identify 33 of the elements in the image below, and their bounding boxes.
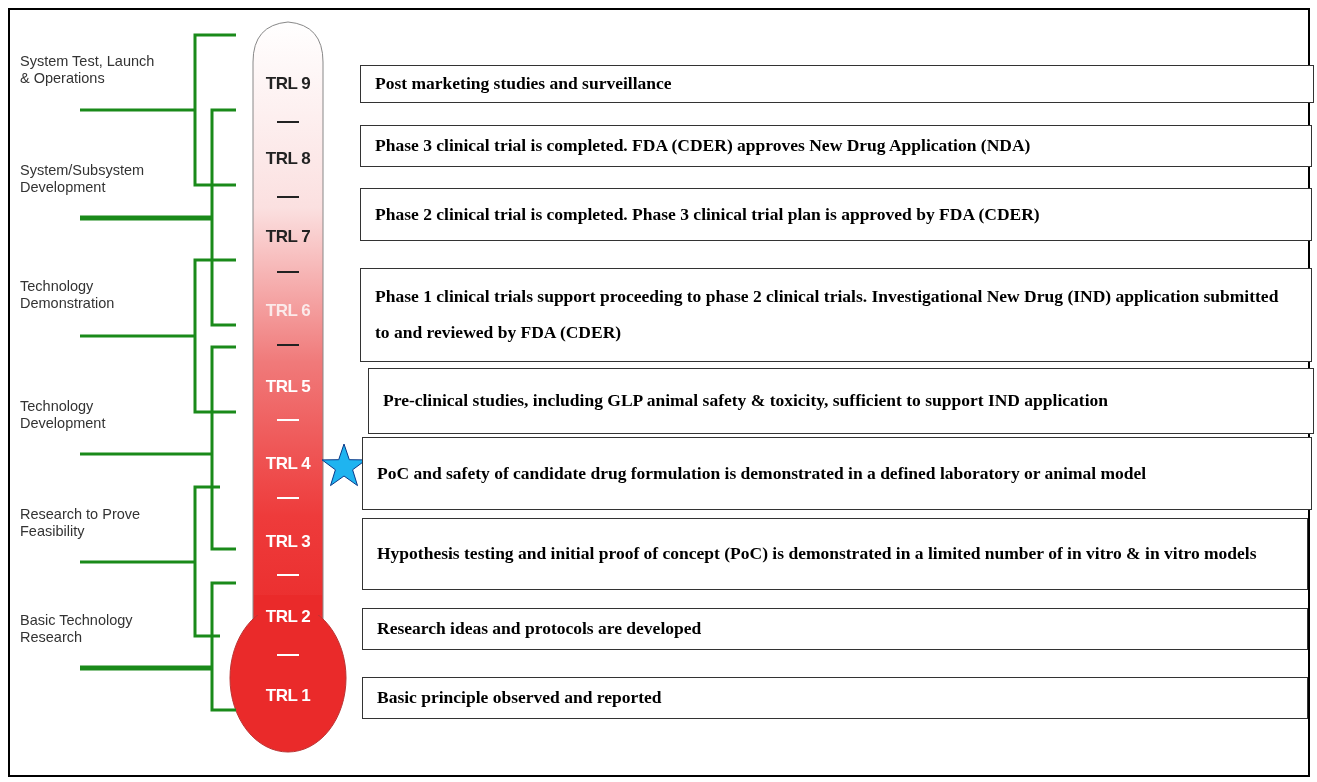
text-box — [360, 65, 1314, 103]
stage-label: Technology Demonstration — [20, 278, 116, 313]
text-box — [362, 608, 1308, 650]
text-box — [362, 677, 1308, 719]
box-text: PoC and safety of candidate drug formulation is demonstrated in a defined laboratory or animal model — [377, 462, 1147, 485]
box-text: Pre-clinical studies, including GLP animal safety & toxicity, sufficient to support IND application — [383, 390, 1108, 412]
box-text: Hypothesis testing and initial proof of concept (PoC) is demonstrated in a limited number of in vitro & in vitro models — [377, 543, 1257, 565]
box-text: Research ideas and protocols are developed — [377, 618, 702, 640]
level-label: TRL 9 — [265, 74, 311, 94]
text-box — [360, 268, 1312, 362]
box-text: Phase 3 clinical trial is completed. FDA (CDER) approves New Drug Application (NDA) — [375, 135, 1031, 157]
text-box — [360, 125, 1312, 167]
level-label: TRL 8 — [265, 149, 311, 169]
stage-label: System/Subsystem Development — [20, 162, 146, 197]
level-label: TRL 1 — [265, 686, 311, 706]
level-label: TRL 3 — [265, 532, 311, 552]
level-label: TRL 6 — [265, 301, 311, 321]
text-box — [362, 437, 1312, 510]
level-label: TRL 2 — [265, 607, 311, 627]
level-label: TRL 7 — [265, 227, 311, 247]
text-box — [368, 368, 1314, 434]
text-box — [360, 188, 1312, 241]
box-text: Post marketing studies and surveillance — [375, 73, 672, 95]
stage-label: Technology Development — [20, 398, 107, 433]
box-text: Phase 1 clinical trials support proceeding to phase 2 clinical trials. Investigational New Drug (IND) application submitted to and reviewed by FDA (CDER) — [375, 285, 1280, 344]
stage-label: Basic Technology Research — [20, 612, 134, 647]
box-text: Phase 2 clinical trial is completed. Phase 3 clinical trial plan is approved by FDA (CDER) — [375, 203, 1040, 226]
level-label: TRL 4 — [265, 454, 311, 474]
level-label: TRL 5 — [265, 377, 311, 397]
stage-label: Research to Prove Feasibility — [20, 506, 142, 541]
stage-label: System Test, Launch & Operations — [20, 53, 156, 88]
box-text: Basic principle observed and reported — [377, 687, 662, 709]
text-box — [362, 518, 1308, 590]
